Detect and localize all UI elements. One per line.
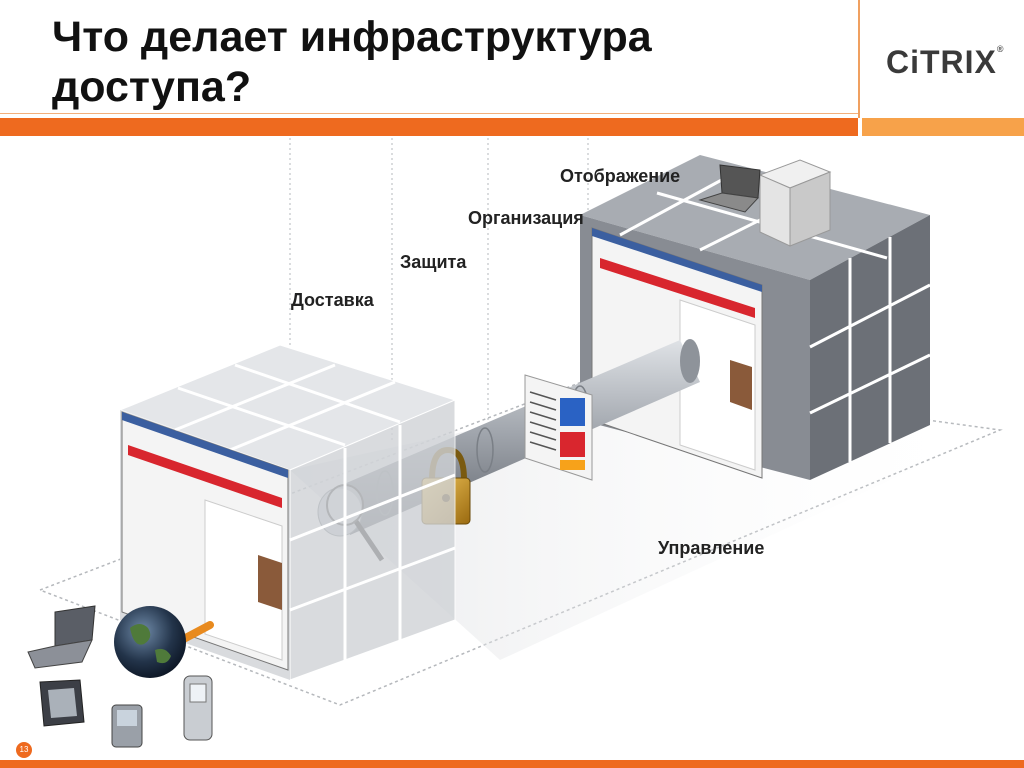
title-line-2: доступа? [52, 63, 252, 111]
phone-icon [183, 675, 213, 741]
footer-bar [0, 760, 1024, 768]
laptop-icon [27, 605, 96, 669]
pda-icon [111, 704, 143, 748]
page-title: Что делает инфраструктура доступа? [52, 12, 832, 112]
label-delivery: Доставка [291, 290, 374, 310]
server-icon [758, 159, 832, 247]
label-organization: Организация [468, 208, 584, 228]
header-bar [0, 118, 858, 136]
label-protection: Защита [400, 252, 467, 272]
tablet-icon [39, 679, 85, 727]
citrix-logo: CiTRIX® [886, 44, 1005, 81]
title-line-1: Что делает инфраструктура [52, 13, 652, 61]
header-separator [858, 0, 860, 118]
header-bar-side [862, 118, 1024, 136]
label-management: Управление [658, 538, 765, 558]
globe-icon [114, 606, 214, 678]
laptop-icon-top [698, 164, 761, 213]
access-infrastructure-diagram [27, 138, 1003, 748]
page-number: 13 [16, 742, 32, 758]
logo-registered: ® [996, 44, 1005, 54]
document-icon [524, 374, 593, 481]
label-display: Отображение [560, 166, 681, 186]
right-cube [580, 155, 931, 480]
header-rule [0, 113, 858, 114]
logo-text: CiTRI [886, 44, 975, 80]
logo-text-x: X [974, 44, 997, 80]
